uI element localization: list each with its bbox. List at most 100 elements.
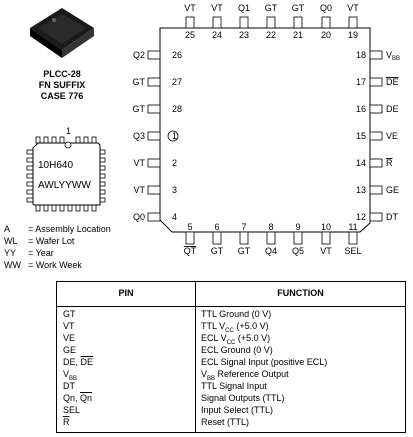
pin-lead xyxy=(266,16,276,29)
pin-number-label: 27 xyxy=(172,77,182,87)
pin-name-label: DT xyxy=(386,212,398,222)
table-cell-function: Input Select (TTL) xyxy=(201,405,274,415)
pin-lead xyxy=(369,104,383,114)
table-cell-function: VBB Reference Output xyxy=(201,369,289,382)
pin-lead xyxy=(369,185,383,195)
pin-number-label: 7 xyxy=(241,222,246,232)
marking-device-number: 10H640 xyxy=(38,160,74,171)
pin-name-label: SEL xyxy=(344,246,361,256)
package-name: PLCC-28 xyxy=(43,69,81,79)
pin-lead xyxy=(321,231,331,245)
pin-lead xyxy=(185,16,195,29)
pin-lead xyxy=(212,231,222,245)
pin-name-label: GT xyxy=(133,104,146,114)
pin-number-label: 6 xyxy=(214,222,219,232)
pin-number-label: 13 xyxy=(356,185,366,195)
pin-name-label: VT xyxy=(320,246,332,256)
pin-lead xyxy=(147,185,161,195)
pin-number-label: 28 xyxy=(172,104,182,114)
pin-lead xyxy=(239,16,249,29)
table-cell-function: TTL Ground (0 V) xyxy=(201,309,272,319)
package-case: CASE 776 xyxy=(40,91,84,101)
pin-lead xyxy=(147,212,161,222)
table-cell-pin: VT xyxy=(63,321,75,331)
table-cell-pin: SEL xyxy=(63,405,81,415)
pin-name-label: VT xyxy=(347,3,359,13)
pin-number-label: 14 xyxy=(356,158,366,168)
pin-name-label: Q1 xyxy=(238,3,250,13)
pin-lead xyxy=(147,158,161,168)
table-row: Qn, Qn Signal Outputs (TTL) xyxy=(57,392,405,404)
table-cell-function: ECL Ground (0 V) xyxy=(201,345,273,355)
pin-name-label: Q5 xyxy=(292,246,304,256)
pin-name-label: VE xyxy=(386,131,398,141)
table-row: DT TTL Signal Input xyxy=(57,380,405,392)
table-cell-function: TTL Signal Input xyxy=(201,381,267,391)
pin1-indicator xyxy=(167,130,179,142)
pin-number-label: 21 xyxy=(293,30,303,40)
table-row: VT TTL VCC (+5.0 V) xyxy=(57,320,405,334)
pin-name-label: R xyxy=(386,158,393,168)
pin-lead xyxy=(212,16,222,29)
plcc-package-illustration xyxy=(30,8,94,58)
pin-number-label: 26 xyxy=(172,50,182,60)
legend-item: YY= Year xyxy=(4,248,54,258)
table-header-row: PIN FUNCTION xyxy=(57,282,405,307)
pin-number-label: 5 xyxy=(187,222,192,232)
pin-name-label: Q2 xyxy=(133,50,145,60)
pin-name-label: DE xyxy=(386,104,399,114)
pin-lead xyxy=(147,77,161,87)
pin-number-label: 16 xyxy=(356,104,366,114)
pin-number-label: 17 xyxy=(356,77,366,87)
pin-number-label: 22 xyxy=(266,30,276,40)
pin-number-label: 4 xyxy=(172,212,177,222)
pin-name-label: GT xyxy=(211,246,224,256)
pin-name-label: GT xyxy=(265,3,278,13)
pin-lead xyxy=(369,77,383,87)
pin-lead xyxy=(293,16,303,29)
table-cell-function: TTL VCC (+5.0 V) xyxy=(201,321,269,334)
table-cell-function: Signal Outputs (TTL) xyxy=(201,393,285,403)
table-header-pin: PIN xyxy=(118,288,134,298)
pin-lead xyxy=(321,16,331,29)
pin-number-label: 2 xyxy=(172,158,177,168)
pin-lead xyxy=(185,231,195,245)
pin-name-label: QT xyxy=(184,246,197,256)
pin-number-label: 20 xyxy=(321,30,331,40)
pin-name-label: GE xyxy=(386,185,399,195)
pin-number-label: 19 xyxy=(348,30,358,40)
pin-number-label: 9 xyxy=(295,222,300,232)
pin-lead xyxy=(369,131,383,141)
pin-number-label: 25 xyxy=(185,30,195,40)
table-cell-pin: R xyxy=(63,417,70,427)
pin-number-label: 8 xyxy=(268,222,273,232)
pin-number-label: 11 xyxy=(348,222,357,232)
pin-number-label: 3 xyxy=(172,185,177,195)
pin-lead xyxy=(348,16,358,29)
pin-name-label: GT xyxy=(133,77,146,87)
table-cell-pin: DT xyxy=(63,381,75,391)
pin-name-label: Q0 xyxy=(133,212,145,222)
pin-name-label: VT xyxy=(211,3,223,13)
table-row: DE, DE ECL Signal Input (positive ECL) xyxy=(57,356,405,368)
package-suffix: FN SUFFIX xyxy=(38,80,86,90)
pin-name-label: Q0 xyxy=(320,3,332,13)
pin-name-label: VT xyxy=(133,158,145,168)
table-cell-function: ECL Signal Input (positive ECL) xyxy=(201,357,328,367)
table-cell-pin: Qn, Qn xyxy=(63,393,93,403)
pin-name-label: GT xyxy=(292,3,305,13)
marking-pin1-label: 1 xyxy=(66,126,72,136)
pin-lead xyxy=(147,104,161,114)
table-cell-pin: GT xyxy=(63,309,76,319)
legend-item: A= Assembly Location xyxy=(4,224,111,234)
pin-name-label: DE xyxy=(386,77,399,87)
table-header-function: FUNCTION xyxy=(277,288,324,298)
table-cell-pin: DE, DE xyxy=(63,357,94,367)
pin-lead xyxy=(369,158,383,168)
pin-name-label: GT xyxy=(238,246,251,256)
pin-number-label: 24 xyxy=(212,30,222,40)
pin-lead xyxy=(239,231,249,245)
pin-lead xyxy=(293,231,303,245)
